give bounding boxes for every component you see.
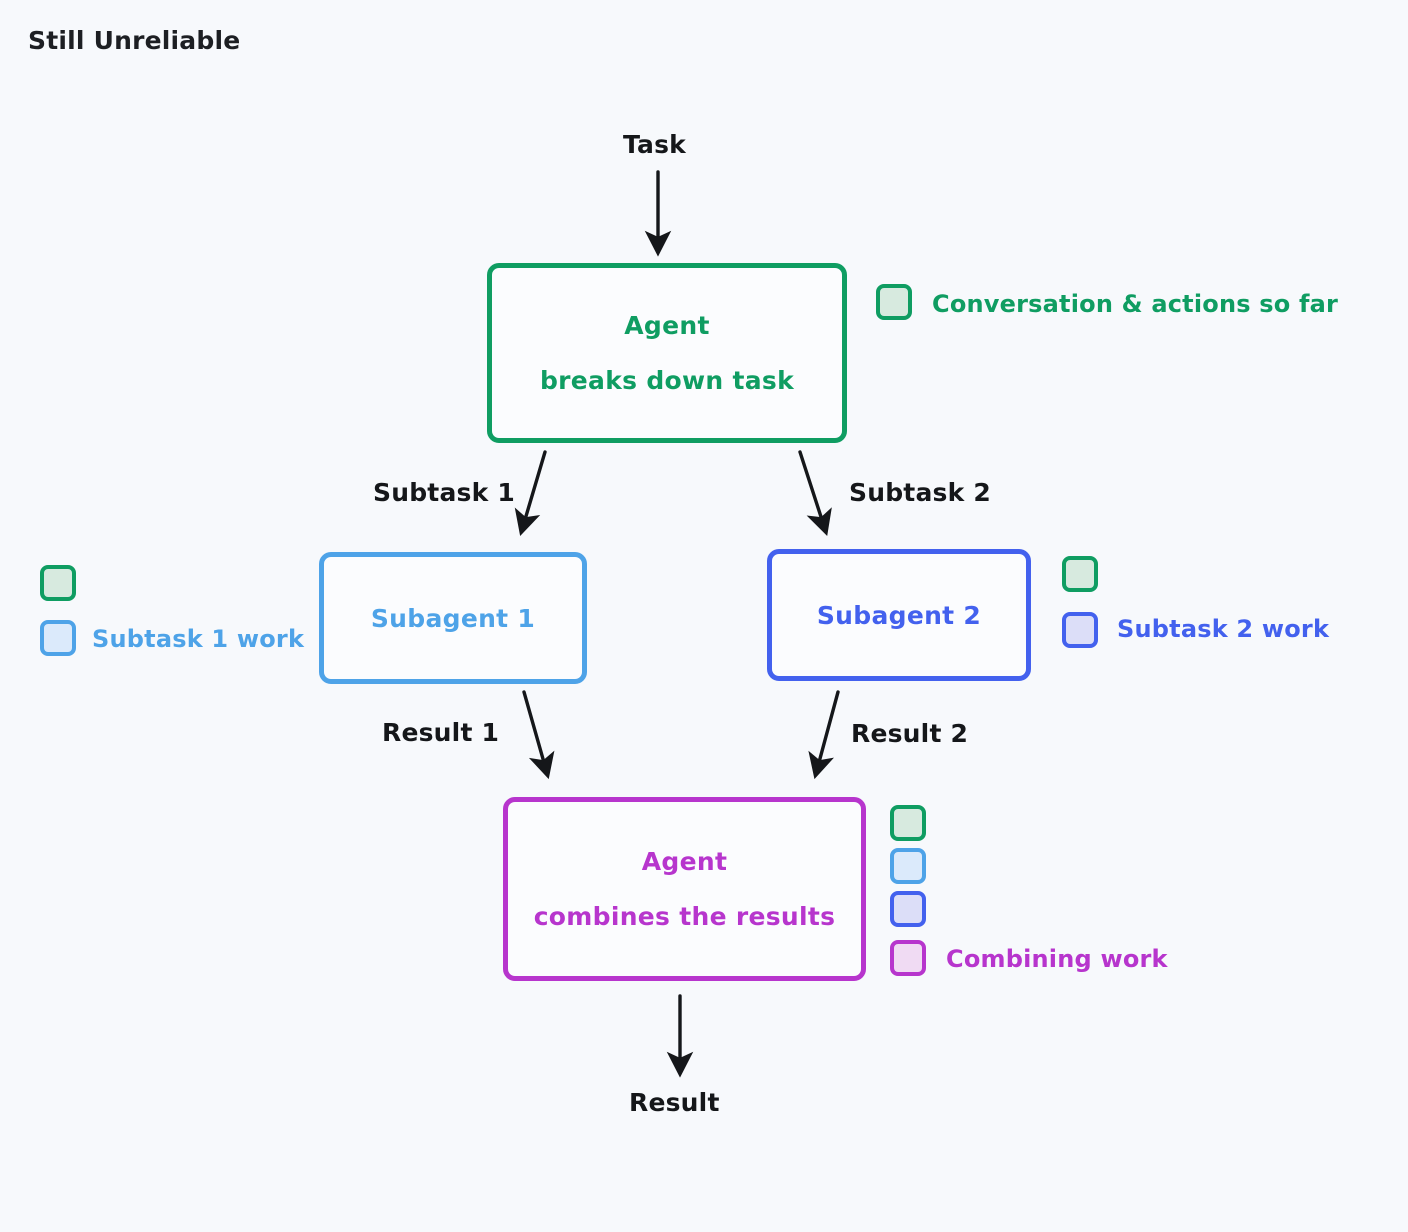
legend-swatch-subtask-1-sky (40, 620, 76, 656)
arrow-orchestrator-to-subagent-2 (798, 450, 832, 536)
legend-label-subtask-1-work: Subtask 1 work (92, 625, 305, 653)
label-subtask-2: Subtask 2 (849, 478, 991, 507)
node-combiner-subtitle: combines the results (533, 902, 836, 931)
node-orchestrator-title: Agent (624, 311, 710, 340)
label-subtask-1: Subtask 1 (373, 478, 515, 507)
arrow-orchestrator-to-subagent-1 (514, 450, 547, 537)
legend-swatch-combining-green (890, 805, 926, 841)
legend-label-combining-work: Combining work (946, 945, 1168, 973)
node-combiner-agent[interactable]: Agent combines the results (503, 797, 866, 981)
arrow-subagent-1-to-combiner (522, 690, 555, 780)
node-subagent-2[interactable]: Subagent 2 (767, 549, 1031, 681)
node-orchestrator-agent[interactable]: Agent breaks down task (487, 263, 847, 443)
legend-swatch-combining-indigo (890, 891, 926, 927)
node-combiner-title: Agent (641, 847, 728, 876)
legend-swatch-combining-sky (890, 848, 926, 884)
node-subagent-1[interactable]: Subagent 1 (319, 552, 587, 684)
legend-swatch-combining-purple (890, 940, 926, 976)
node-subagent-2-title: Subagent 2 (816, 600, 982, 630)
legend-swatch-subtask-1-green (40, 565, 76, 601)
node-subagent-1-title: Subagent 1 (370, 603, 536, 633)
legend-swatch-subtask-2-indigo (1062, 612, 1098, 648)
legend-swatch-conversation-green (876, 284, 912, 320)
page-title: Still Unreliable (28, 26, 241, 55)
label-result: Result (629, 1088, 720, 1117)
legend-label-conversation: Conversation & actions so far (932, 290, 1339, 318)
label-task: Task (623, 130, 687, 159)
arrow-subagent-2-to-combiner (808, 690, 840, 780)
label-result-2: Result 2 (851, 719, 969, 748)
legend-swatch-subtask-2-green (1062, 556, 1098, 592)
node-orchestrator-subtitle: breaks down task (539, 366, 795, 395)
label-result-1: Result 1 (382, 718, 500, 747)
legend-label-subtask-2-work: Subtask 2 work (1117, 615, 1330, 643)
